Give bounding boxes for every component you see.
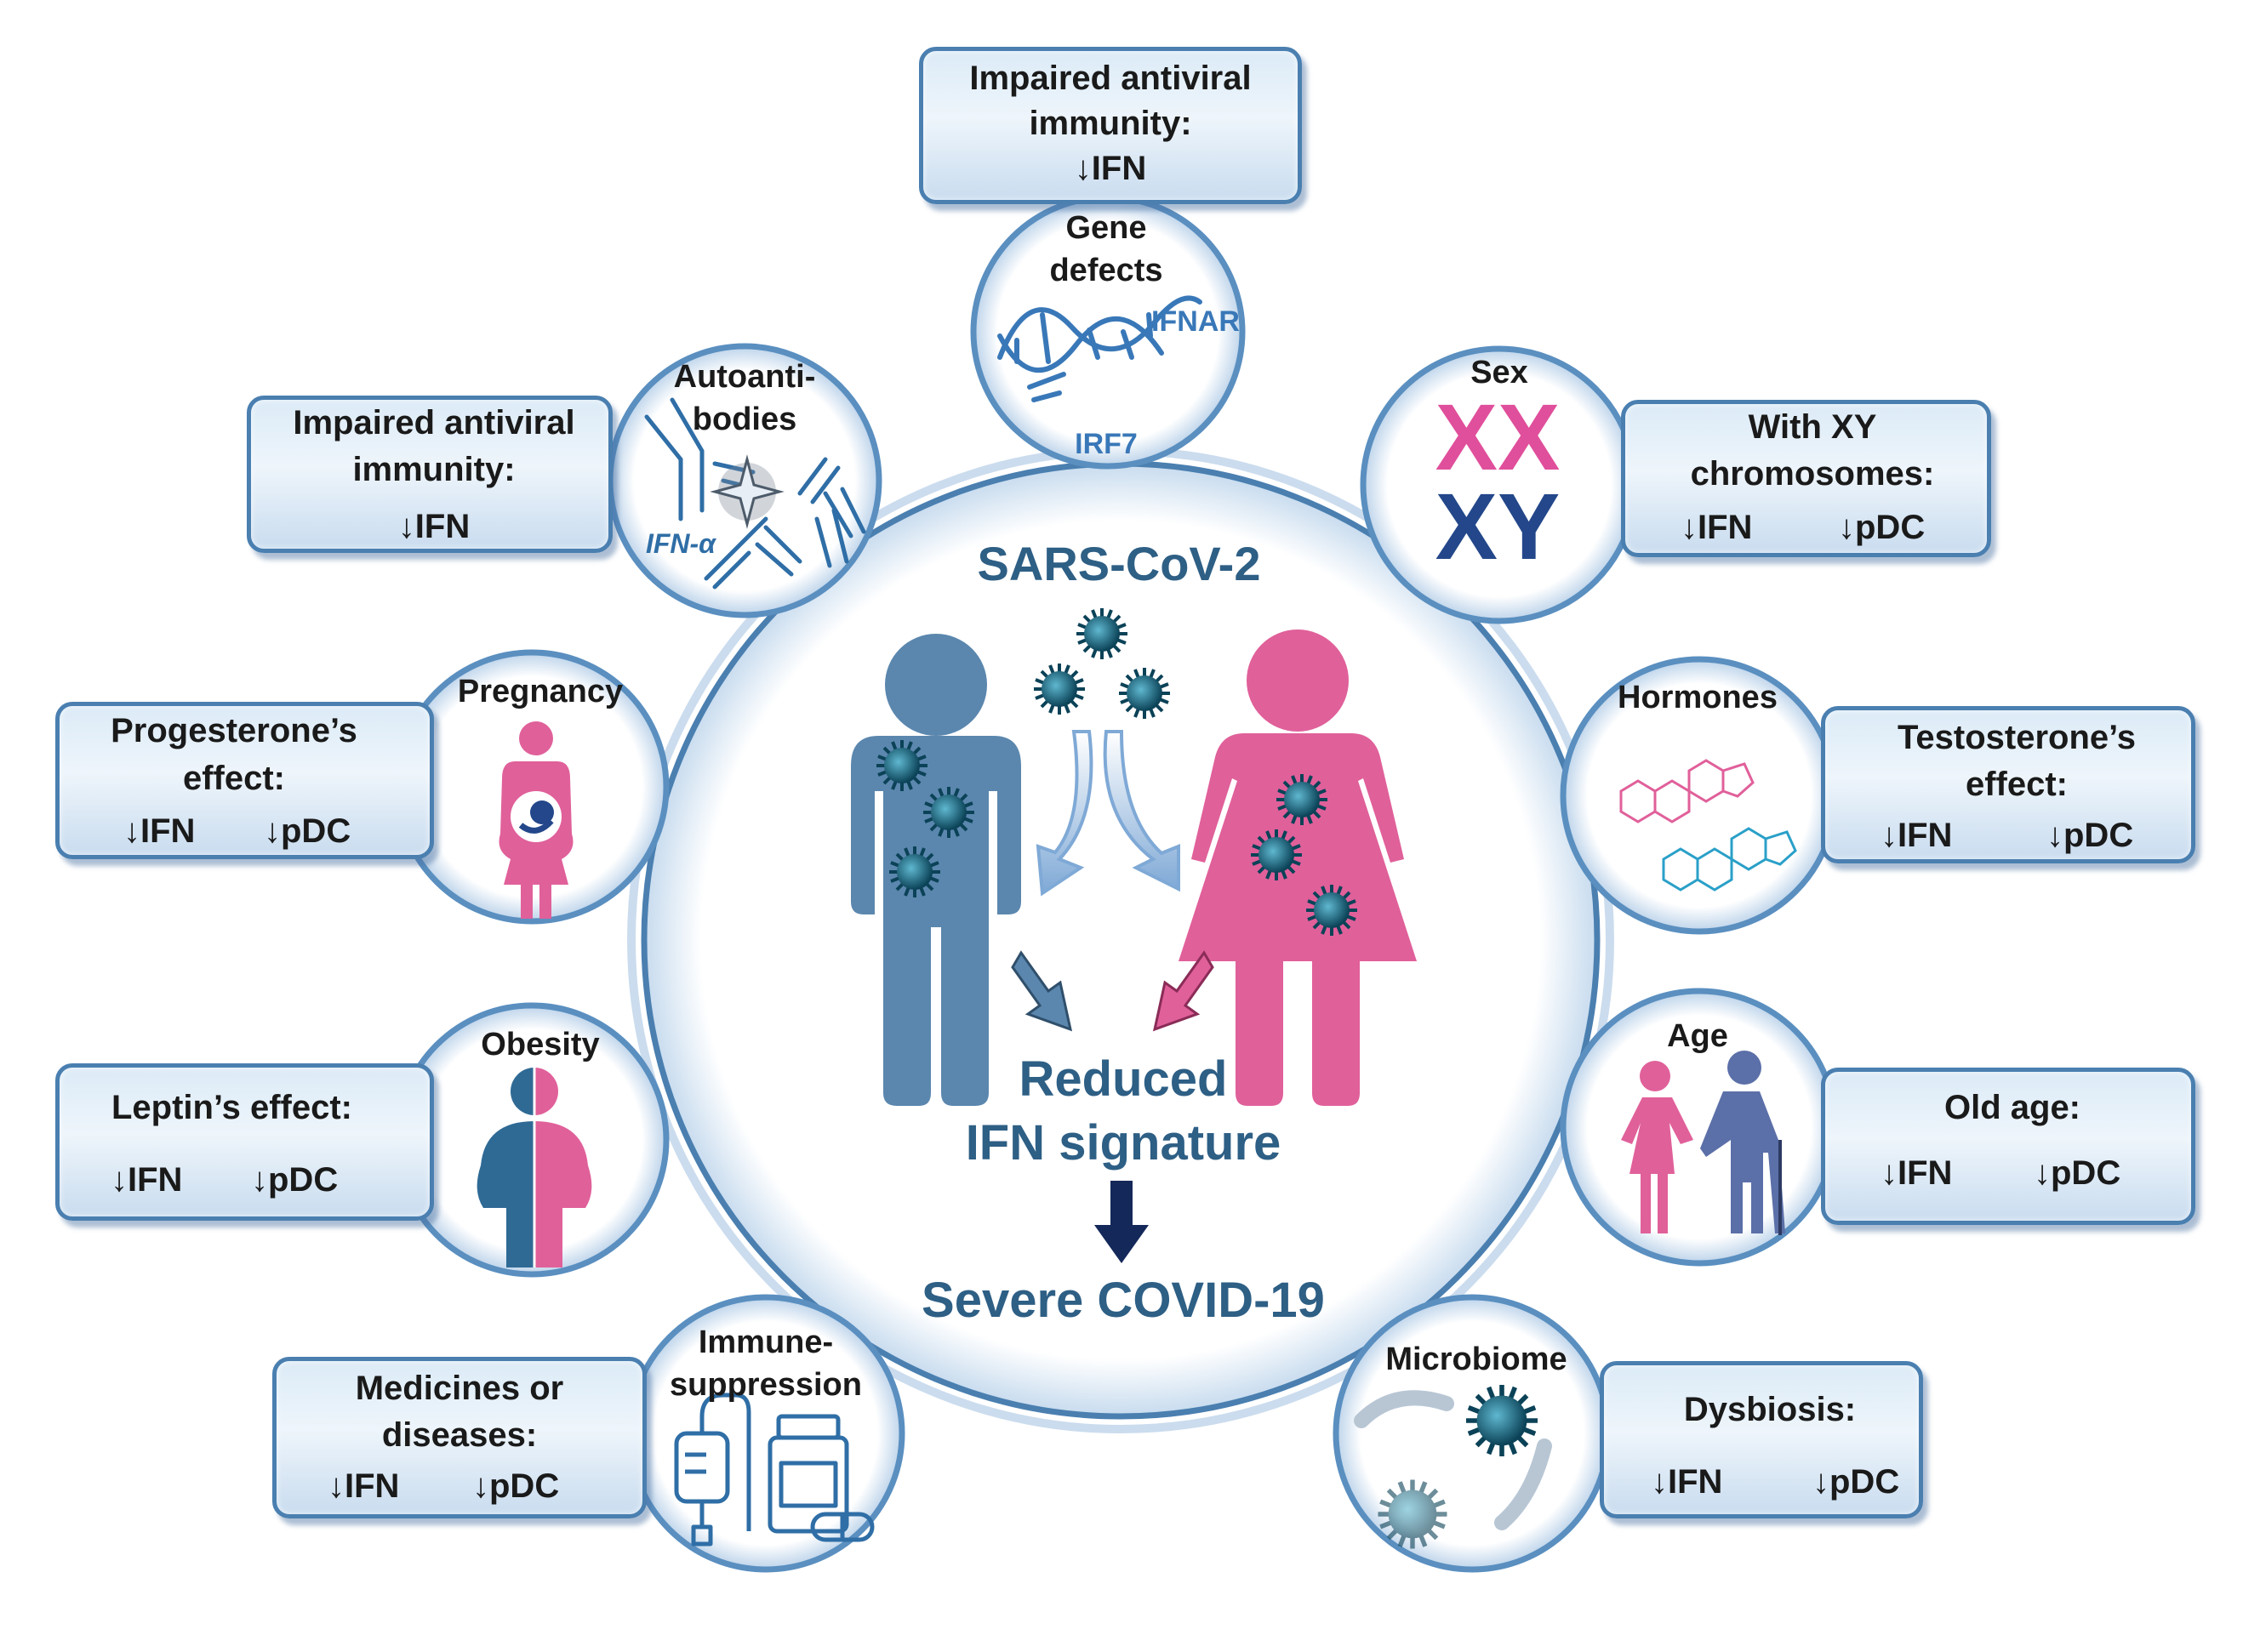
pregnancy-effect-ifn: ↓IFN bbox=[123, 812, 196, 850]
microbiome-title: Microbiome bbox=[1385, 1342, 1567, 1377]
female-arrow bbox=[1152, 950, 1214, 1032]
elderly-couple-icon bbox=[1621, 1051, 1785, 1235]
hormones-effect-box bbox=[1821, 706, 2195, 863]
immunosuppression-effect-box bbox=[272, 1357, 647, 1518]
obesity-effect-box bbox=[55, 1063, 434, 1221]
sex-title: Sex bbox=[1470, 355, 1528, 390]
microbiome-box-line1: Dysbiosis: bbox=[1683, 1391, 1857, 1428]
pregnancy-box-line1: Progesterone’s bbox=[111, 712, 357, 749]
gene-defects-box-line1: Impaired antiviral bbox=[969, 60, 1252, 97]
gene-defects-title-1: Gene bbox=[1065, 210, 1147, 246]
immunosuppression-title-1: Immune- bbox=[698, 1324, 834, 1360]
obesity-effect-pdc: ↓pDC bbox=[251, 1161, 339, 1199]
xx-chromosomes: XX bbox=[1435, 385, 1561, 490]
age-box-line1: Old age: bbox=[1943, 1089, 2081, 1126]
immunosuppression-box-line1: Medicines or bbox=[355, 1370, 564, 1407]
obesity-box-line1: Leptin’s effect: bbox=[111, 1089, 352, 1126]
microbiome-effect-box bbox=[1600, 1361, 1923, 1518]
microbiome-effect-ifn: ↓IFN bbox=[1651, 1463, 1723, 1501]
male-arrow bbox=[1011, 950, 1073, 1032]
antibody-star-icon bbox=[710, 454, 785, 529]
female-figure-icon bbox=[1179, 629, 1417, 1106]
autoantibodies-effect-ifn: ↓IFN bbox=[397, 508, 471, 545]
age-effect-pdc: ↓pDC bbox=[2034, 1154, 2121, 1192]
dna-icon bbox=[997, 295, 1202, 402]
gene-label-irf7: IRF7 bbox=[1075, 428, 1138, 460]
age-title: Age bbox=[1667, 1018, 1728, 1054]
pregnancy-box-line2: effect: bbox=[182, 760, 286, 797]
severe-covid-outcome: Severe COVID-19 bbox=[922, 1273, 1325, 1328]
reduced-ifn-line2: IFN signature bbox=[965, 1115, 1281, 1171]
gene-defects-box-line2: immunity: bbox=[1029, 105, 1192, 142]
gene-label-ifnar: IFNAR bbox=[1151, 305, 1240, 338]
gene-defects-effect-ifn: ↓IFN bbox=[1074, 150, 1147, 187]
obese-person-icon bbox=[477, 1068, 592, 1267]
obesity-effect-ifn: ↓IFN bbox=[111, 1161, 183, 1199]
autoantibodies-effect-box bbox=[247, 396, 613, 553]
gene-defects-effect-box bbox=[919, 47, 1302, 204]
ifn-alpha-label: IFN-α bbox=[645, 528, 716, 559]
bacteria-virus-icons bbox=[1354, 1385, 1552, 1549]
antibody-icon bbox=[644, 397, 866, 590]
gene-defects-title-2: defects bbox=[1049, 253, 1163, 288]
age-effect-ifn: ↓IFN bbox=[1881, 1154, 1953, 1192]
immunosuppression-effect-ifn: ↓IFN bbox=[328, 1467, 400, 1505]
hormones-box-line2: effect: bbox=[1965, 766, 2069, 803]
age-effect-box bbox=[1821, 1068, 2195, 1225]
pregnancy-title: Pregnancy bbox=[457, 674, 624, 709]
microbiome-effect-pdc: ↓pDC bbox=[1812, 1463, 1900, 1501]
pregnancy-effect-box bbox=[55, 702, 434, 859]
hormones-title: Hormones bbox=[1618, 680, 1778, 715]
steroid-structure-icon-2 bbox=[1662, 827, 1797, 892]
male-figure-icon bbox=[851, 634, 1021, 1106]
outcome-arrow bbox=[1094, 1181, 1149, 1263]
sex-effect-pdc: ↓pDC bbox=[1838, 509, 1926, 546]
pregnancy-effect-pdc: ↓pDC bbox=[264, 812, 351, 850]
iv-bag-icon bbox=[674, 1393, 751, 1547]
virus-title: SARS-CoV-2 bbox=[977, 537, 1261, 590]
sex-box-line2: chromosomes: bbox=[1690, 455, 1935, 493]
sex-box-line1: With XY bbox=[1748, 408, 1877, 446]
autoantibodies-title-2: bodies bbox=[692, 402, 797, 437]
steroid-structure-icon bbox=[1619, 759, 1755, 823]
obesity-title: Obesity bbox=[481, 1027, 600, 1062]
hormones-effect-ifn: ↓IFN bbox=[1881, 817, 1953, 854]
sex-effect-ifn: ↓IFN bbox=[1681, 509, 1753, 546]
immunosuppression-title-2: suppression bbox=[670, 1367, 862, 1403]
immunosuppression-box-line2: diseases: bbox=[381, 1416, 538, 1454]
autoantibodies-title-1: Autoanti- bbox=[673, 359, 816, 395]
reduced-ifn-line1: Reduced bbox=[1019, 1051, 1228, 1107]
infection-arrows bbox=[1036, 730, 1180, 897]
pregnant-woman-icon bbox=[499, 721, 574, 919]
hormones-effect-pdc: ↓pDC bbox=[2046, 817, 2134, 854]
autoantibodies-box-line2: immunity: bbox=[352, 451, 516, 488]
immunosuppression-effect-pdc: ↓pDC bbox=[472, 1467, 560, 1505]
sex-effect-box bbox=[1621, 400, 1991, 557]
xy-chromosomes: XY bbox=[1435, 475, 1561, 579]
pill-bottle-icon bbox=[768, 1414, 875, 1542]
autoantibodies-box-line1: Impaired antiviral bbox=[293, 404, 575, 441]
hormones-box-line1: Testosterone’s bbox=[1897, 719, 2137, 756]
